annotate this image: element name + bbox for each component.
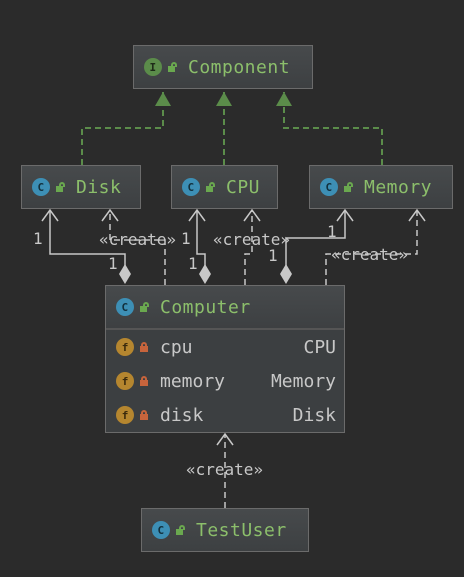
computer-cpu-composition <box>196 210 206 266</box>
interface-icon: I <box>144 58 162 76</box>
field-type: Memory <box>270 370 336 392</box>
component-header: I Component <box>134 46 312 88</box>
disk-name: Disk <box>76 176 122 198</box>
create-label: «create» <box>99 230 177 249</box>
realization-arrowheads <box>155 92 292 106</box>
arrowhead <box>216 92 232 106</box>
testuser-header: C TestUser <box>142 509 308 551</box>
public-visibility-icon <box>176 525 188 535</box>
disk-header: C Disk <box>22 166 140 208</box>
computer-name: Computer <box>160 296 251 318</box>
public-visibility-icon <box>56 182 68 192</box>
field-memory[interactable]: f memory Memory <box>106 364 344 398</box>
public-visibility-icon <box>206 182 218 192</box>
arrow-open <box>188 208 206 222</box>
computer-disk-composition <box>49 210 126 266</box>
computer-class-node[interactable]: C Computer f cpu CPU f memory Memory f d… <box>105 285 345 433</box>
disk-class-node[interactable]: C Disk <box>21 165 141 209</box>
field-disk[interactable]: f disk Disk <box>106 398 344 432</box>
create-arrowheads <box>101 208 426 446</box>
create-label: «create» <box>331 245 409 264</box>
field-icon: f <box>116 406 134 424</box>
cpu-class-node[interactable]: C CPU <box>171 165 278 209</box>
public-visibility-icon <box>140 302 152 312</box>
composition-edges <box>41 208 354 266</box>
realization-edges <box>81 92 383 165</box>
arrow-open <box>336 208 354 222</box>
create-label: «create» <box>186 460 264 479</box>
arrow-open <box>216 432 234 446</box>
computer-creates-disk <box>109 210 166 285</box>
arrow-open <box>408 208 426 222</box>
testuser-name: TestUser <box>196 519 287 541</box>
class-icon: C <box>116 298 134 316</box>
arrow-open <box>243 208 261 222</box>
cpu-name: CPU <box>226 176 261 198</box>
memory-header: C Memory <box>310 166 452 208</box>
field-name: cpu <box>160 336 193 358</box>
disk-realizes-component <box>81 92 164 165</box>
class-icon: C <box>320 178 338 196</box>
public-visibility-icon <box>168 62 180 72</box>
multiplicity-label: 1 <box>327 222 337 241</box>
component-interface-node[interactable]: I Component <box>133 45 313 89</box>
diamond <box>280 264 292 284</box>
diamond <box>199 264 211 284</box>
field-cpu[interactable]: f cpu CPU <box>106 330 344 364</box>
public-visibility-icon <box>344 182 356 192</box>
arrow-open <box>101 208 119 222</box>
multiplicity-label: 1 <box>181 229 191 248</box>
computer-memory-composition <box>285 210 346 266</box>
computer-creates-cpu <box>244 210 253 285</box>
memory-realizes-component <box>283 92 383 165</box>
diamond <box>119 264 131 284</box>
field-icon: f <box>116 338 134 356</box>
computer-header: C Computer <box>106 286 344 328</box>
private-visibility-icon <box>140 376 152 386</box>
class-icon: C <box>182 178 200 196</box>
field-type: CPU <box>303 336 336 358</box>
arrowhead <box>155 92 171 106</box>
field-name: disk <box>160 404 204 426</box>
create-dependencies <box>109 210 418 508</box>
composition-diamonds <box>119 264 292 284</box>
field-type: Disk <box>292 404 336 426</box>
arrow-open <box>41 208 59 222</box>
create-label: «create» <box>213 230 291 249</box>
computer-creates-memory <box>325 210 418 285</box>
arrowhead <box>276 92 292 106</box>
memory-name: Memory <box>364 176 433 198</box>
component-name: Component <box>188 56 291 78</box>
cpu-header: C CPU <box>172 166 277 208</box>
header-divider <box>106 328 344 330</box>
testuser-class-node[interactable]: C TestUser <box>141 508 309 552</box>
multiplicity-label: 1 <box>33 229 43 248</box>
multiplicity-label: 1 <box>188 254 198 273</box>
class-icon: C <box>32 178 50 196</box>
field-icon: f <box>116 372 134 390</box>
memory-class-node[interactable]: C Memory <box>309 165 453 209</box>
multiplicity-label: 1 <box>108 254 118 273</box>
multiplicity-label: 1 <box>268 246 278 265</box>
private-visibility-icon <box>140 342 152 352</box>
field-name: memory <box>160 370 226 392</box>
private-visibility-icon <box>140 410 152 420</box>
class-icon: C <box>152 521 170 539</box>
